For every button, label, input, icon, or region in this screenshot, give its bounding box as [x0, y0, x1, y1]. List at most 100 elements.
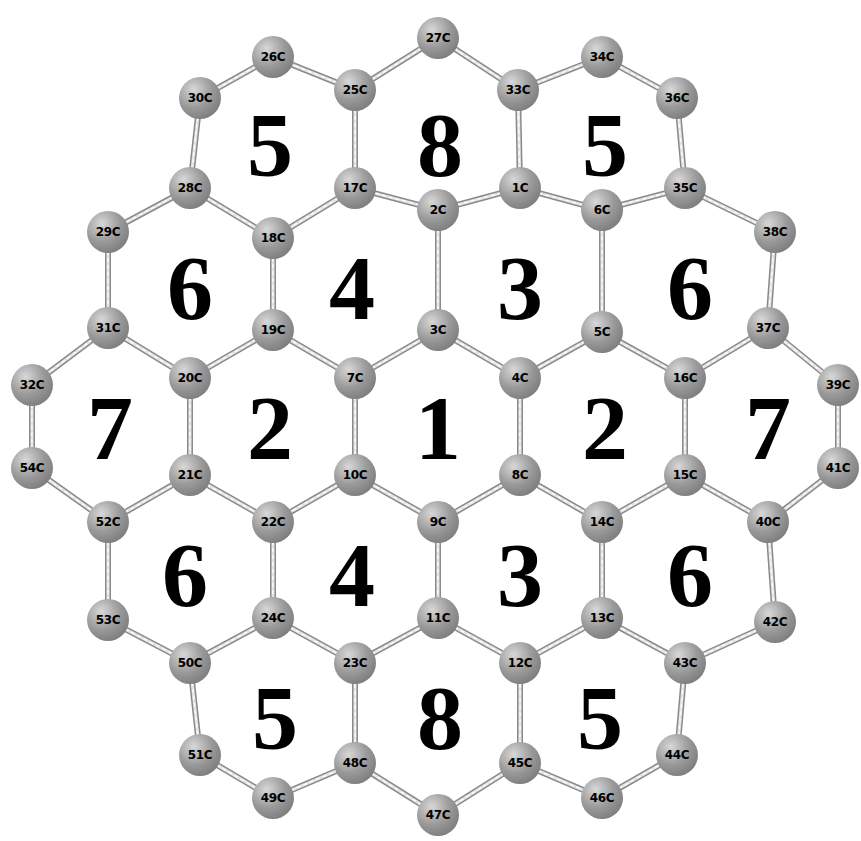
carbon-atom: 7C [334, 357, 376, 399]
atom-label: 40C [756, 515, 781, 529]
carbon-atom: 11C [417, 597, 459, 639]
atom-label: 42C [763, 615, 788, 629]
chemical-bond [206, 484, 256, 512]
ring-number: 5 [247, 99, 293, 191]
carbon-atom: 45C [499, 742, 541, 784]
chemical-bond [290, 770, 337, 790]
atom-label: 10C [343, 468, 368, 482]
chemical-bond [602, 541, 603, 599]
chemical-bond [207, 627, 257, 654]
chemical-bond [537, 341, 586, 368]
atom-label: 18C [261, 231, 286, 245]
chemical-bond [437, 541, 438, 599]
carbon-atom: 5C [581, 311, 623, 353]
carbon-atom: 9C [417, 501, 459, 543]
chemical-bond [454, 48, 502, 79]
atom-label: 31C [96, 321, 121, 335]
ring-number: 2 [582, 382, 628, 474]
chemical-bond [290, 627, 339, 654]
chemical-bond [107, 251, 108, 309]
chemical-bond [537, 770, 584, 790]
atom-label: 25C [343, 83, 368, 97]
carbon-atom: 4C [499, 357, 541, 399]
chemical-bond [192, 117, 198, 169]
carbon-atom: 3C [417, 309, 459, 351]
carbon-atom: 27C [417, 17, 459, 59]
carbon-atom: 40C [747, 501, 789, 543]
chemical-bond [47, 479, 92, 511]
atom-label: 45C [508, 756, 533, 770]
chemical-bond [206, 339, 256, 368]
carbon-atom: 20C [169, 357, 211, 399]
atom-label: 50C [178, 656, 203, 670]
chemical-bond [620, 193, 666, 205]
chemical-bond [538, 193, 583, 205]
chemical-bond [619, 341, 669, 369]
carbon-atom: 16C [664, 357, 706, 399]
ring-number: 6 [162, 529, 208, 621]
chemical-bond [454, 340, 503, 369]
carbon-atom: 52C [87, 501, 129, 543]
carbon-atom: 50C [169, 642, 211, 684]
carbon-atom: 32C [11, 364, 53, 406]
ring-number: 7 [745, 382, 791, 474]
atom-label: 29C [96, 225, 121, 239]
atom-label: 5C [594, 325, 611, 339]
atom-label: 32C [20, 378, 45, 392]
carbon-atom: 29C [87, 211, 129, 253]
atom-label: 27C [426, 31, 451, 45]
ring-number: 2 [247, 382, 293, 474]
atom-label: 26C [261, 50, 286, 64]
carbon-atom: 21C [169, 454, 211, 496]
carbon-atom: 2C [417, 189, 459, 231]
chemical-bond [125, 197, 174, 223]
chemical-bond [124, 484, 173, 512]
atom-label: 48C [343, 756, 368, 770]
chemical-bond [455, 627, 504, 654]
chemical-bond [837, 404, 838, 449]
atom-label: 3C [430, 323, 447, 337]
atom-label: 35C [673, 181, 698, 195]
chemical-bond [684, 397, 685, 456]
chemical-bond [702, 196, 758, 223]
ring-number: 6 [667, 242, 713, 334]
carbon-atom: 51C [179, 734, 221, 776]
carbon-atom: 54C [11, 447, 53, 489]
carbon-atom: 44C [656, 734, 698, 776]
chemical-bond [702, 630, 757, 655]
chemical-bond [206, 198, 257, 228]
carbon-atom: 15C [664, 454, 706, 496]
carbon-atom: 30C [179, 77, 221, 119]
carbon-atom: 23C [334, 642, 376, 684]
ring-number: 4 [329, 529, 375, 621]
ring-number: 4 [329, 242, 375, 334]
ring-number: 5 [577, 672, 623, 764]
atom-label: 19C [261, 323, 286, 337]
chemical-bond [189, 397, 190, 456]
carbon-atom: 18C [252, 217, 294, 259]
carbon-atom: 37C [747, 307, 789, 349]
chemical-bond [536, 484, 585, 512]
ring-number: 3 [497, 529, 543, 621]
ring-number: 6 [167, 242, 213, 334]
chemical-bond [456, 193, 501, 205]
carbon-atom: 1C [499, 167, 541, 209]
chemical-bond [783, 480, 823, 511]
atom-label: 6C [594, 203, 611, 217]
atom-label: 4C [512, 371, 529, 385]
atom-label: 53C [96, 613, 121, 627]
chemical-bond [679, 682, 684, 736]
chemical-bond [619, 627, 669, 654]
chemical-bond [371, 340, 421, 369]
chemical-bond [454, 484, 503, 512]
chemical-bond [372, 627, 422, 654]
carbon-atom: 39C [817, 364, 859, 406]
atom-label: 12C [508, 656, 533, 670]
atom-label: 17C [343, 181, 368, 195]
atom-label: 52C [96, 515, 121, 529]
ring-number: 8 [417, 99, 463, 191]
chemical-bond [519, 397, 520, 456]
chemical-bond [769, 251, 773, 309]
atom-label: 16C [673, 371, 698, 385]
